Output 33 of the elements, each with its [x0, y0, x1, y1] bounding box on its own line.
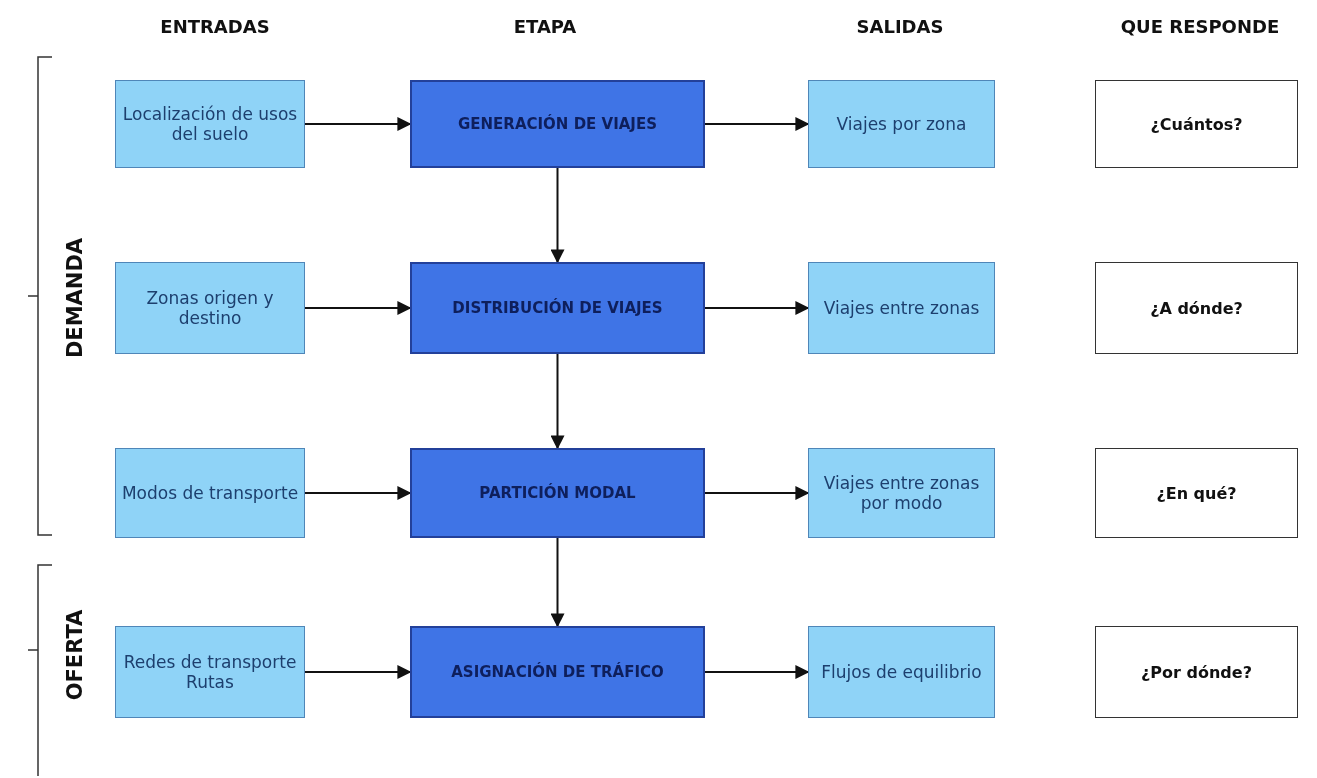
arrow — [304, 665, 412, 679]
arrow — [550, 167, 565, 264]
input-box: Localización de usos del suelo — [115, 80, 305, 168]
column-header: ETAPA — [513, 16, 577, 37]
input-box: Zonas origen y destino — [115, 262, 305, 354]
arrow — [704, 117, 810, 131]
question-box: ¿Cuántos? — [1095, 80, 1298, 168]
question-box: ¿En qué? — [1095, 448, 1298, 538]
arrow — [704, 665, 810, 679]
output-box: Viajes entre zonas — [808, 262, 995, 354]
arrow — [550, 537, 565, 628]
arrow — [304, 486, 412, 500]
arrow — [550, 353, 565, 450]
question-box: ¿A dónde? — [1095, 262, 1298, 354]
column-header: SALIDAS — [856, 16, 944, 37]
output-box: Flujos de equilibrio — [808, 626, 995, 718]
input-box: Redes de transporte Rutas — [115, 626, 305, 718]
stage-box: DISTRIBUCIÓN DE VIAJES — [410, 262, 705, 354]
input-box: Modos de transporte — [115, 448, 305, 538]
arrow — [704, 301, 810, 315]
output-box: Viajes por zona — [808, 80, 995, 168]
column-header: ENTRADAS — [160, 16, 270, 37]
group-label: DEMANDA — [63, 237, 87, 359]
arrow — [304, 117, 412, 131]
stage-box: GENERACIÓN DE VIAJES — [410, 80, 705, 168]
arrow — [704, 486, 810, 500]
group-label: OFERTA — [63, 609, 87, 701]
stage-box: ASIGNACIÓN DE TRÁFICO — [410, 626, 705, 718]
stage-box: PARTICIÓN MODAL — [410, 448, 705, 538]
question-box: ¿Por dónde? — [1095, 626, 1298, 718]
column-header: QUE RESPONDE — [1120, 16, 1280, 37]
arrow — [304, 301, 412, 315]
output-box: Viajes entre zonas por modo — [808, 448, 995, 538]
